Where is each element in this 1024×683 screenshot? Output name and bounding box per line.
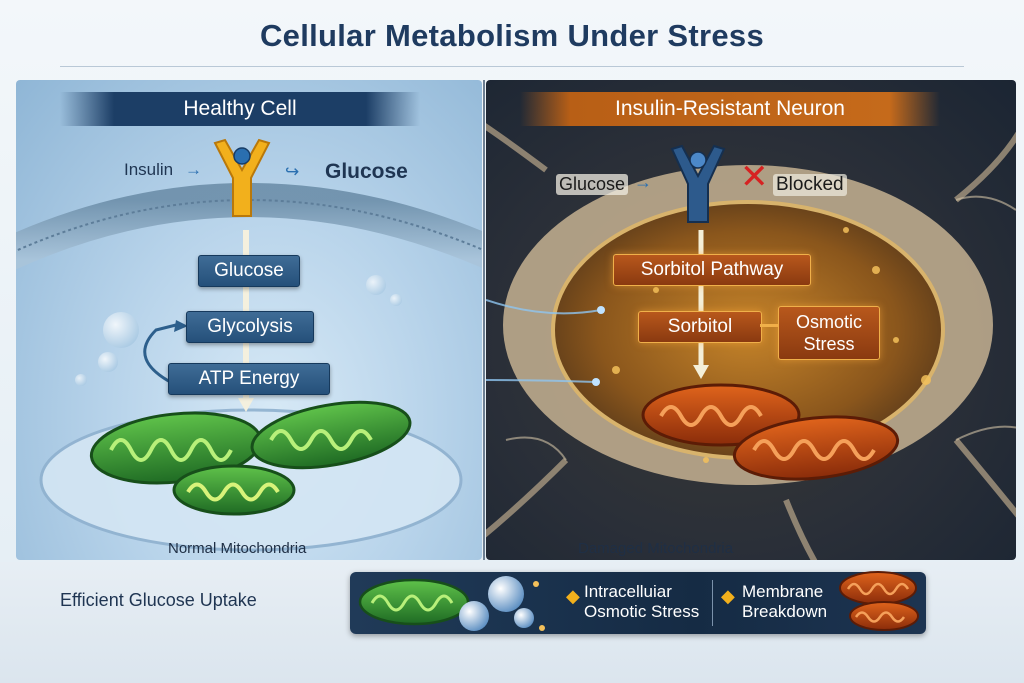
intracellular-diamond-icon: ◆ — [566, 586, 580, 606]
glucose-arrow-icon: ↪ — [285, 162, 300, 181]
resistant-glucose-arrow-icon: → — [634, 172, 652, 192]
intracellular-line-2: Osmotic Stress — [584, 602, 700, 621]
healthy-caption: Normal Mitochondria — [168, 540, 307, 557]
summary-damaged-mitochondria-icon — [839, 571, 919, 631]
step-glucose: Glucose — [198, 255, 300, 287]
osmotic-connector — [760, 324, 778, 327]
intracellular-stress-text: Intracelluiar Osmotic Stress — [584, 582, 699, 622]
intracellular-line-1: Intracelluiar — [584, 582, 672, 601]
title-divider — [60, 66, 964, 67]
blocked-x-icon: ✕ — [740, 158, 769, 196]
resistant-glucose-label: Glucose — [556, 174, 629, 195]
membrane-diamond-icon: ◆ — [721, 586, 735, 606]
summary-mitochondria-bubbles-icon — [358, 576, 545, 631]
membrane-breakdown-text: Membrane Breakdown — [742, 582, 827, 622]
damaged-caption: Damaged Mitochondria — [578, 540, 734, 557]
osmotic-line-1: Osmotic — [795, 312, 862, 332]
mitochondrion-damaged-2 — [732, 415, 900, 481]
insulin-receptor-icon — [213, 138, 271, 217]
mitochondrion-healthy-2 — [250, 400, 412, 470]
mitochondrion-healthy-3 — [172, 464, 296, 516]
membrane-line-2: Breakdown — [742, 602, 828, 621]
efficient-uptake-label: Efficient Glucose Uptake — [60, 590, 257, 610]
sorbitol-pathway-box: Sorbitol Pathway — [613, 254, 811, 286]
healthy-cell-illustration — [16, 183, 482, 552]
glucose-label: Glucose — [325, 160, 408, 183]
page-title: Cellular Metabolism Under Stress — [259, 18, 765, 53]
panel-divider — [483, 80, 485, 560]
step-atp-energy: ATP Energy — [168, 363, 330, 395]
insulin-arrow-icon: → — [185, 160, 202, 179]
osmotic-stress-box: Osmotic Stress — [778, 306, 880, 360]
osmotic-line-2: Stress — [803, 334, 855, 354]
blocked-label: Blocked — [773, 174, 847, 196]
insulin-resistant-header: Insulin-Resistant Neuron — [520, 92, 940, 126]
sorbitol-box: Sorbitol — [638, 311, 762, 343]
insulin-label: Insulin — [124, 160, 174, 179]
strip-divider — [712, 580, 713, 626]
membrane-line-1: Membrane — [742, 582, 824, 601]
step-glycolysis: Glycolysis — [186, 311, 314, 343]
healthy-cell-header: Healthy Cell — [60, 92, 420, 126]
insulin-receptor-resistant-icon — [670, 144, 726, 223]
